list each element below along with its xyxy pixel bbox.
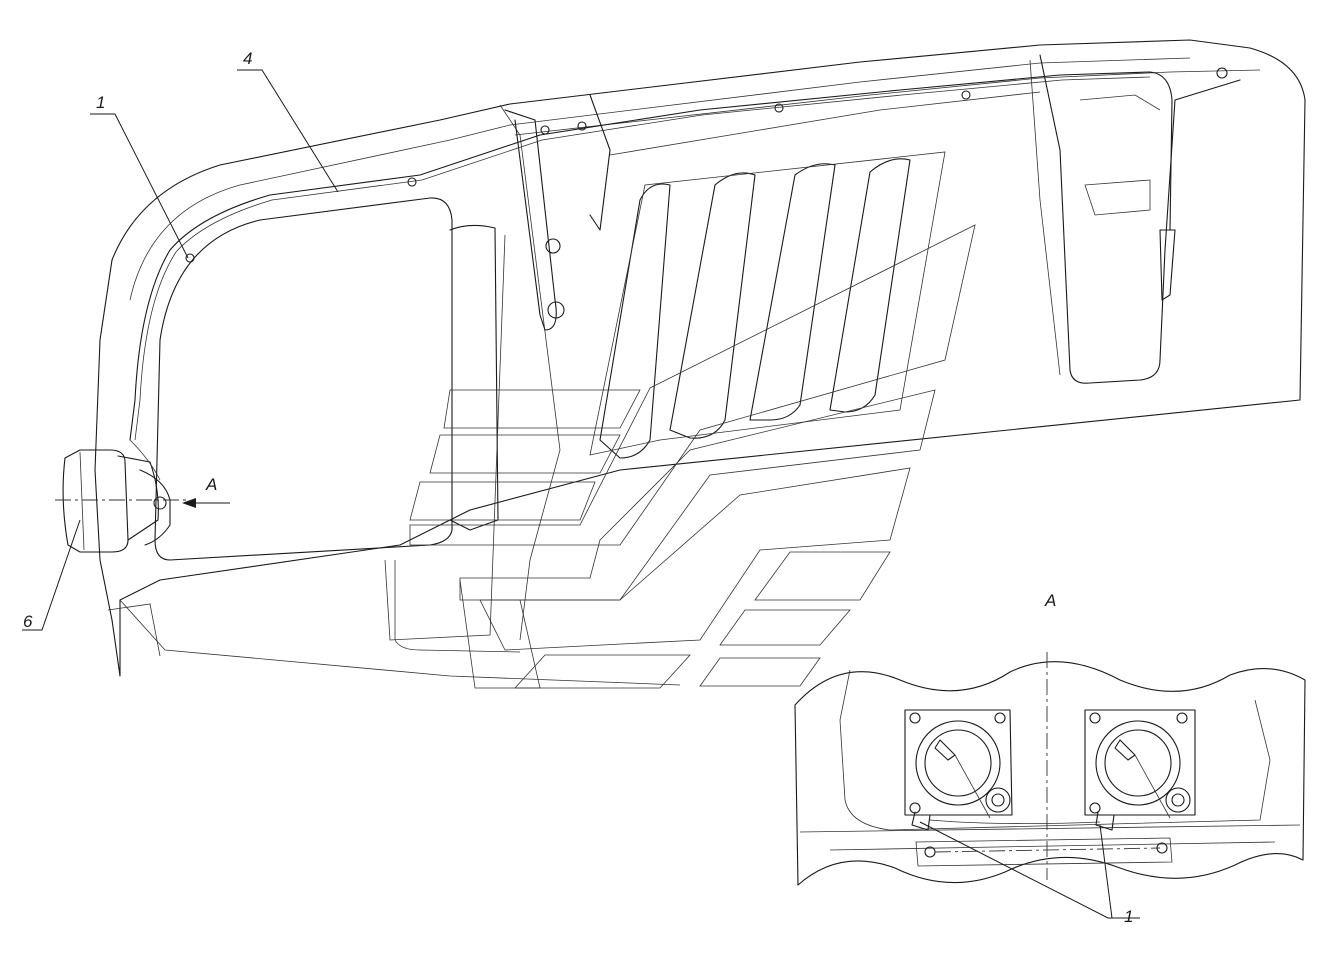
door-window [154,197,453,561]
cab-outer-outline [94,39,1306,677]
vent-grille [589,151,946,459]
detail-view-a: A [794,591,1306,926]
rear-lamp [62,439,171,553]
view-arrow-label: A [205,475,217,494]
callout-4: 4 [237,49,339,193]
callout-6: 6 [22,519,81,631]
view-arrow-a: A [182,475,230,508]
callout-6-label: 6 [23,612,33,631]
callout-1: 1 [90,93,189,259]
roof-line [129,57,1191,301]
detail-lamp-right [1084,709,1196,831]
detail-lamp-left [904,709,1013,831]
door-pillar [449,224,499,531]
detail-callout-1-label: 1 [1124,907,1133,926]
wiring-harness [129,71,1173,441]
detail-callout-1: 1 [919,821,1140,926]
detail-view-title: A [1044,591,1056,610]
rear-window-frame [1039,54,1241,384]
callout-1-label: 1 [96,93,105,112]
detail-break-outline [794,661,1306,886]
side-decal [409,224,976,689]
callout-4-label: 4 [243,49,252,68]
cab-side-view: A 1 4 6 [22,39,1306,689]
